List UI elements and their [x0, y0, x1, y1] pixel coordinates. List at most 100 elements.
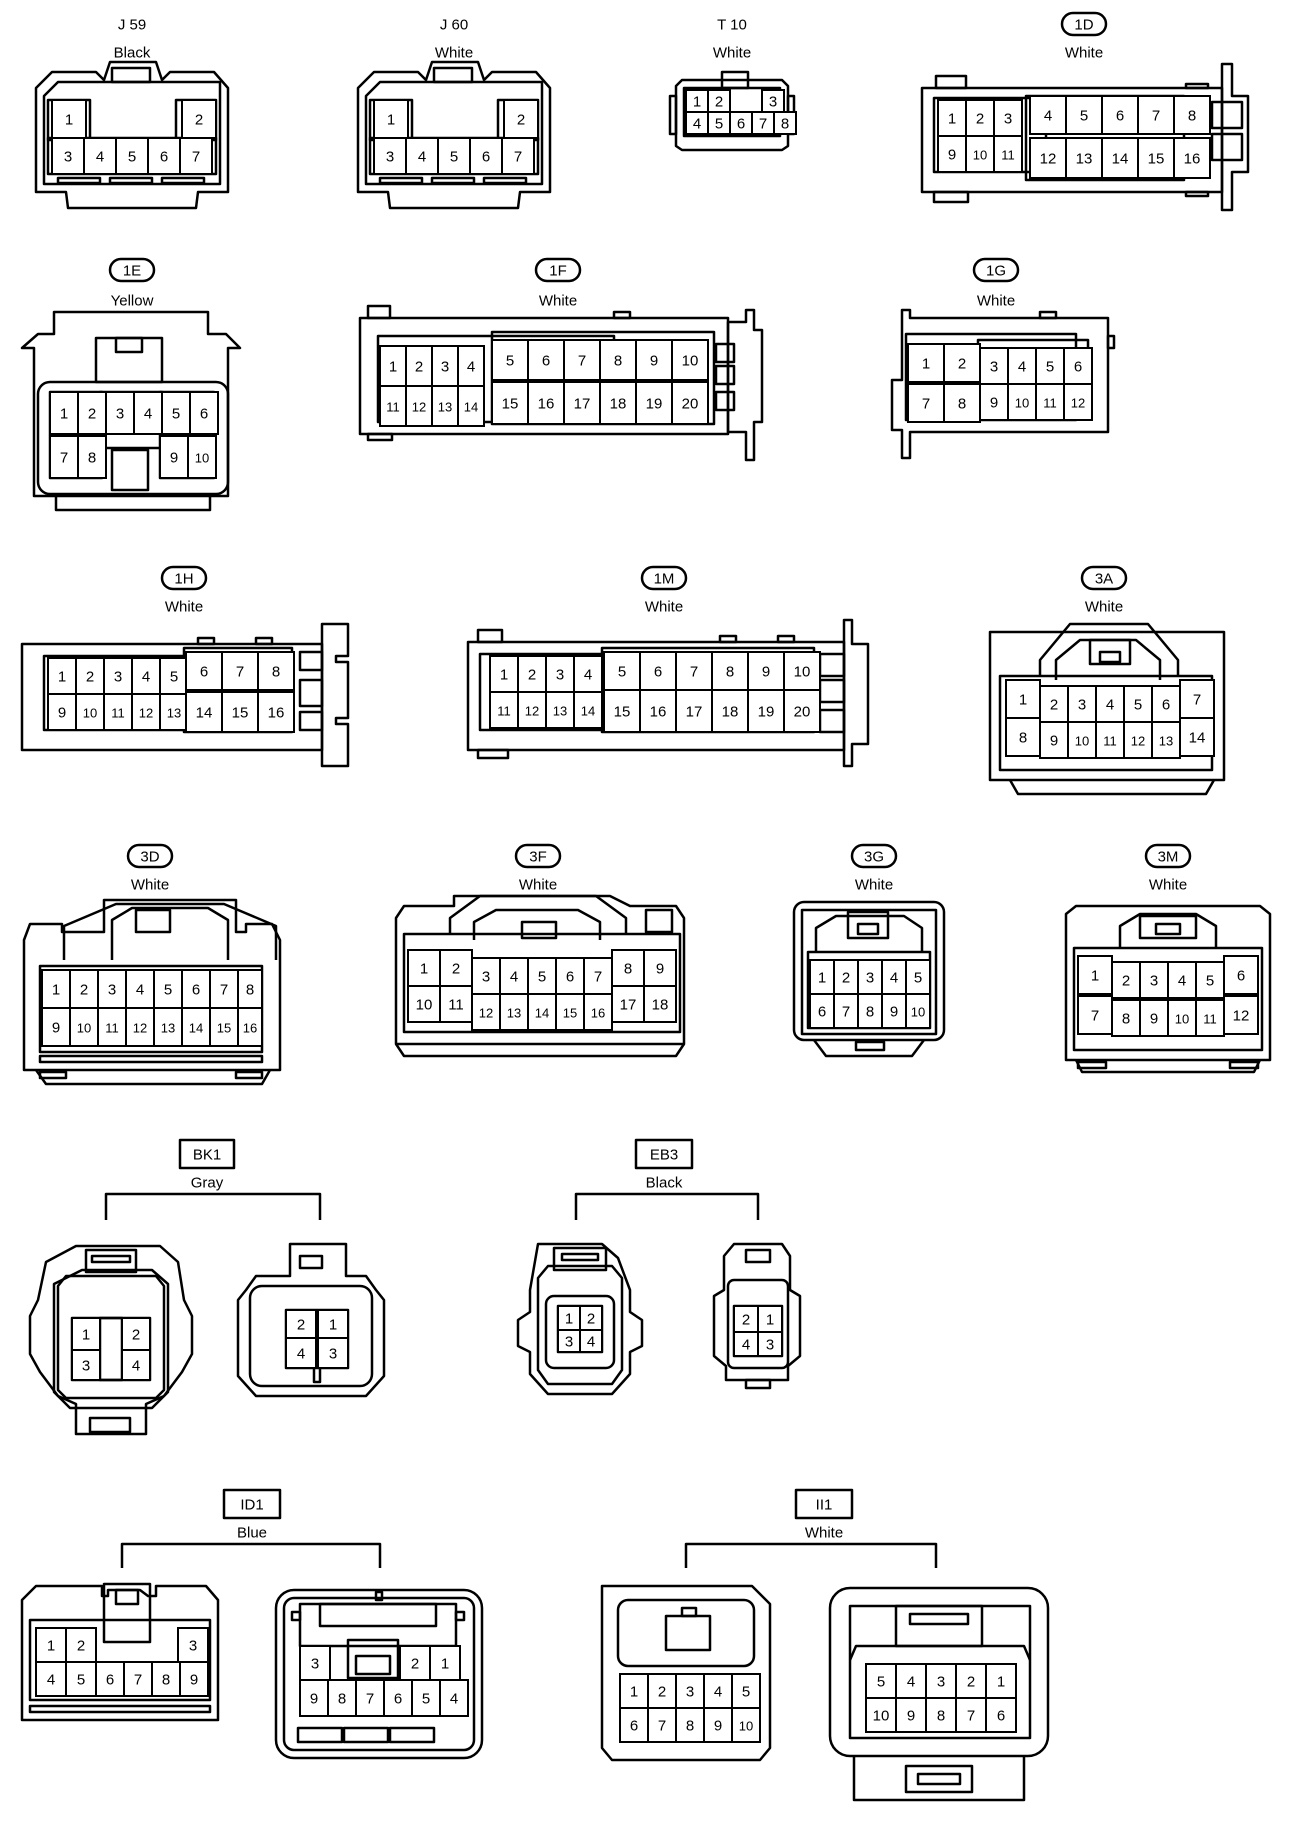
- pin-number: 1: [948, 111, 956, 128]
- pin-number: 5: [450, 149, 458, 166]
- pin-number: 8: [88, 450, 96, 467]
- pin-number: 4: [510, 969, 518, 986]
- pin-number: 1: [1019, 692, 1027, 709]
- pin-cell: [185, 691, 223, 733]
- pin-cell: [1039, 685, 1069, 723]
- connector-1e-label: 1E: [123, 263, 141, 280]
- pin-cell: [955, 1663, 987, 1699]
- pin-number: 20: [682, 396, 699, 413]
- pin-number: 4: [584, 667, 592, 684]
- pin-number: 2: [195, 112, 203, 129]
- pin-cell: [1035, 383, 1065, 421]
- pin-cell: [1077, 995, 1113, 1035]
- pin-number: 4: [1018, 359, 1026, 376]
- pin-cell: [925, 1663, 957, 1699]
- pin-number: 8: [1019, 730, 1027, 747]
- connector-1f-label-pill: [534, 257, 582, 283]
- pin-number: 16: [650, 704, 667, 721]
- pin-cell: [437, 137, 471, 175]
- pin-cell: [71, 1349, 101, 1381]
- pin-number: 15: [502, 396, 519, 413]
- pin-number: 3: [189, 1638, 197, 1655]
- pin-number: 4: [450, 1691, 458, 1708]
- pin-cell: [1195, 999, 1225, 1037]
- connector-1f-label: 1F: [549, 263, 567, 280]
- pin-cell: [317, 1337, 349, 1369]
- connector-eb3-label-box: [634, 1138, 694, 1170]
- pin-number: 1: [1091, 968, 1099, 985]
- pin-cell: [527, 381, 565, 425]
- pin-number: 11: [386, 400, 400, 415]
- pin-number: 12: [479, 1006, 493, 1021]
- pin-number: 3: [990, 359, 998, 376]
- pin-number: 13: [553, 704, 567, 719]
- pin-number: 3: [482, 969, 490, 986]
- connector-3d-color: White: [131, 877, 169, 894]
- pin-number: 16: [1184, 151, 1201, 168]
- pin-number: 3: [937, 1674, 945, 1691]
- pin-number: 15: [614, 704, 631, 721]
- pin-number: 8: [614, 353, 622, 370]
- connector-3m-label: 3M: [1158, 849, 1179, 866]
- pin-number: 7: [514, 149, 522, 166]
- pin-number: 10: [1015, 396, 1029, 411]
- pin-cell: [1173, 137, 1211, 179]
- pin-number: 2: [715, 94, 723, 111]
- pin-number: 1: [52, 982, 60, 999]
- pin-number: 2: [658, 1684, 666, 1701]
- pin-cell: [161, 391, 191, 435]
- pin-number: 6: [200, 664, 208, 681]
- pin-cell: [187, 435, 217, 479]
- pin-cell: [159, 435, 189, 479]
- pin-number: 8: [937, 1708, 945, 1725]
- pin-cell: [491, 381, 529, 425]
- pin-cell: [469, 137, 503, 175]
- pin-number: 18: [722, 704, 739, 721]
- pin-number: 12: [412, 400, 426, 415]
- pin-number: 8: [624, 961, 632, 978]
- pin-number: 9: [1050, 733, 1058, 750]
- pin-number: 10: [873, 1708, 890, 1725]
- pin-number: 1: [693, 94, 701, 111]
- pin-number: 2: [86, 669, 94, 686]
- connector-3g-label: 3G: [864, 849, 884, 866]
- pin-number: 10: [911, 1005, 925, 1020]
- pin-number: 18: [652, 997, 669, 1014]
- connector-3a-label: 3A: [1095, 571, 1113, 588]
- pin-cell: [151, 1661, 181, 1697]
- pin-number: 13: [507, 1006, 521, 1021]
- pin-number: 9: [656, 961, 664, 978]
- pin-cell: [1167, 999, 1197, 1037]
- pin-number: 5: [715, 116, 723, 133]
- pin-number: 2: [742, 1312, 750, 1329]
- connector-1h-label: 1H: [174, 571, 193, 588]
- pin-number: 3: [108, 982, 116, 999]
- pin-number: 12: [139, 706, 153, 721]
- pin-number: 1: [387, 112, 395, 129]
- pin-number: 1: [58, 669, 66, 686]
- pin-number: 7: [192, 149, 200, 166]
- pin-number: 7: [690, 664, 698, 681]
- pin-number: 5: [128, 149, 136, 166]
- pin-cell: [179, 1661, 209, 1697]
- pin-cell: [177, 1627, 209, 1663]
- pin-number: 6: [542, 353, 550, 370]
- connector-3f-label-pill: [514, 843, 562, 869]
- pin-number: 8: [1122, 1011, 1130, 1028]
- pin-number: 7: [236, 664, 244, 681]
- pin-number: 5: [1080, 108, 1088, 125]
- connector-1m-label: 1M: [654, 571, 675, 588]
- pin-number: 4: [297, 1346, 305, 1363]
- connector-id1-left-housing: [20, 1582, 220, 1722]
- pin-cell: [1111, 999, 1141, 1037]
- pin-number: 12: [133, 1021, 147, 1036]
- pin-number: 2: [297, 1317, 305, 1334]
- pin-number: 4: [96, 149, 104, 166]
- pin-cell: [1063, 383, 1093, 421]
- pin-cell: [747, 689, 785, 733]
- pin-number: 1: [389, 359, 397, 376]
- pin-number: 2: [415, 359, 423, 376]
- pin-number: 13: [438, 400, 452, 415]
